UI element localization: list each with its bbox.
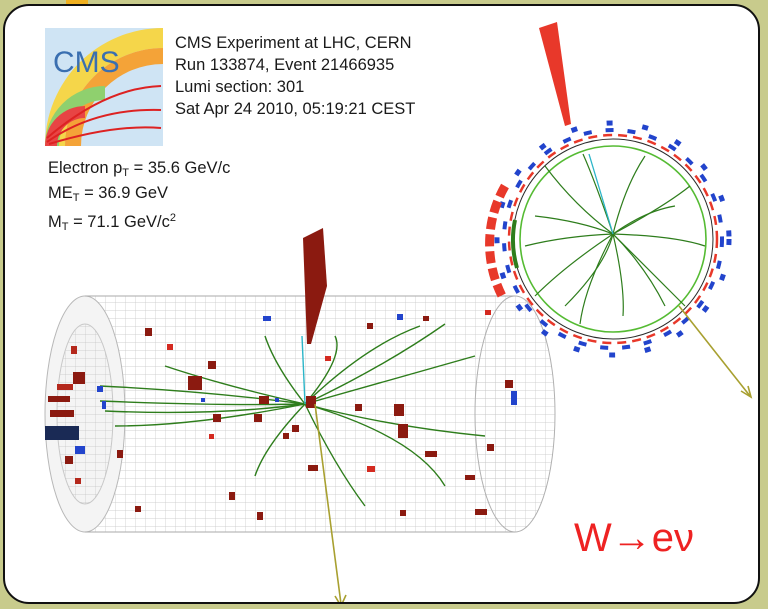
header-line-experiment: CMS Experiment at LHC, CERN: [175, 34, 412, 52]
transverse-mass: MT = 71.1 GeV/c2: [48, 212, 176, 233]
endcap-right-deposit: [511, 391, 517, 405]
logo-text: CMS: [53, 46, 120, 79]
barrel-deposits-blue: [97, 314, 403, 409]
barrel-tracks: [99, 323, 486, 507]
cms-logo-icon: CMS: [45, 28, 163, 146]
physics-values: Electron pT = 35.6 GeV/c MET = 36.9 GeV …: [48, 158, 230, 237]
transverse-tracks: [524, 153, 706, 325]
barrel-deposits-red: [167, 310, 491, 472]
electron-pt: Electron pT = 35.6 GeV/c: [48, 159, 231, 179]
process-label: W→eν: [574, 516, 694, 560]
event-header: CMS Experiment at LHC, CERN Run 133874, …: [175, 32, 415, 120]
header-line-run: Run 133874, Event 21466935: [175, 56, 395, 74]
neutrino-arrow-barrel: [314, 403, 347, 602]
event-display: [44, 22, 753, 602]
slide-frame: CMS CMS Experiment at LHC, CERN Run 1338…: [3, 4, 760, 604]
neutrino-arrow-transverse: [678, 305, 753, 399]
detector-barrel: [44, 295, 556, 533]
electron-tower: [303, 228, 327, 344]
header-line-lumi: Lumi section: 301: [175, 78, 305, 96]
electron-tower-transverse: [539, 22, 571, 126]
missing-et: MET = 36.9 GeV: [48, 184, 169, 204]
barrel-deposits: [117, 316, 513, 520]
header-line-date: Sat Apr 24 2010, 05:19:21 CEST: [175, 100, 416, 118]
endcap-left-bars: [45, 346, 85, 484]
